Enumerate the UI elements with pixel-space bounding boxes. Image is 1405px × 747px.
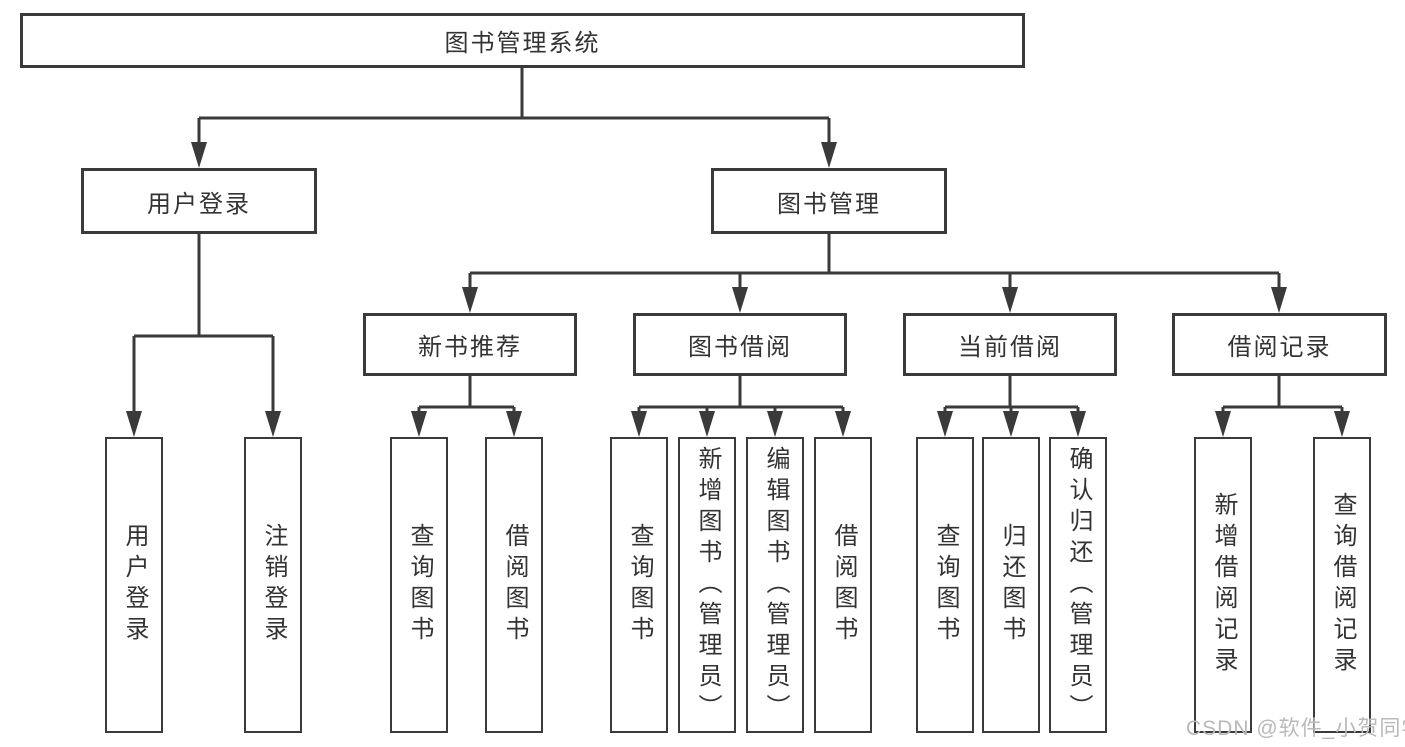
connector-new-book-children	[411, 376, 522, 437]
node-label: 图书管理	[777, 190, 881, 218]
leaf-query-borrow-record: 查询借阅记录	[1313, 437, 1371, 733]
node-label: 新增借阅记录	[1210, 492, 1237, 678]
leaf-query-books-3: 查询图书	[916, 437, 974, 733]
connector-book-management-children	[462, 234, 1287, 313]
csdn-watermark: CSDN @软件_小贺同学	[1186, 717, 1405, 740]
node-label: 新书推荐	[418, 334, 522, 361]
node-label: 新增图书（管理员）	[694, 445, 721, 725]
leaf-borrow-books-2: 借阅图书	[814, 437, 872, 733]
node-book-management: 图书管理	[711, 168, 947, 234]
node-label: 当前借阅	[958, 334, 1062, 361]
leaf-query-books-2: 查询图书	[610, 437, 668, 733]
leaf-borrow-books-1: 借阅图书	[485, 437, 543, 733]
connector-borrow-record-children	[1215, 376, 1350, 437]
node-label: 借阅图书	[501, 523, 528, 647]
node-label: 用户登录	[121, 523, 148, 647]
connector-book-borrow-children	[631, 376, 851, 437]
leaf-confirm-return-admin: 确认归还（管理员）	[1049, 437, 1107, 733]
leaf-logout: 注销登录	[244, 437, 302, 733]
node-user-login: 用户登录	[81, 168, 317, 234]
leaf-edit-books-admin: 编辑图书（管理员）	[746, 437, 804, 733]
connector-root-to-level1	[191, 68, 837, 168]
leaf-user-login: 用户登录	[105, 437, 163, 733]
connector-user-login-children	[126, 234, 281, 437]
node-label: 图书管理系统	[444, 30, 601, 57]
node-label: 借阅记录	[1227, 334, 1332, 361]
leaf-add-borrow-record: 新增借阅记录	[1194, 437, 1252, 733]
node-label: 借阅图书	[830, 523, 857, 647]
node-label: 查询图书	[406, 523, 433, 647]
node-label: 图书借阅	[688, 334, 792, 361]
leaf-query-books-1: 查询图书	[390, 437, 448, 733]
node-label: 确认归还（管理员）	[1065, 445, 1092, 725]
node-label: 注销登录	[260, 523, 287, 647]
connector-current-borrow-children	[937, 376, 1086, 437]
node-label: 查询图书	[626, 523, 653, 647]
node-label: 查询借阅记录	[1329, 492, 1356, 678]
node-current-borrowing: 当前借阅	[903, 313, 1117, 376]
node-label: 编辑图书（管理员）	[762, 445, 789, 725]
node-borrowing-records: 借阅记录	[1172, 313, 1387, 376]
node-label: 用户登录	[147, 190, 251, 218]
node-library-management-system: 图书管理系统	[20, 13, 1025, 68]
leaf-return-books: 归还图书	[982, 437, 1040, 733]
node-book-borrowing: 图书借阅	[633, 313, 847, 376]
node-label: 归还图书	[998, 523, 1025, 647]
node-new-book-recommendation: 新书推荐	[363, 313, 577, 376]
node-label: 查询图书	[932, 523, 959, 647]
leaf-add-books-admin: 新增图书（管理员）	[678, 437, 736, 733]
